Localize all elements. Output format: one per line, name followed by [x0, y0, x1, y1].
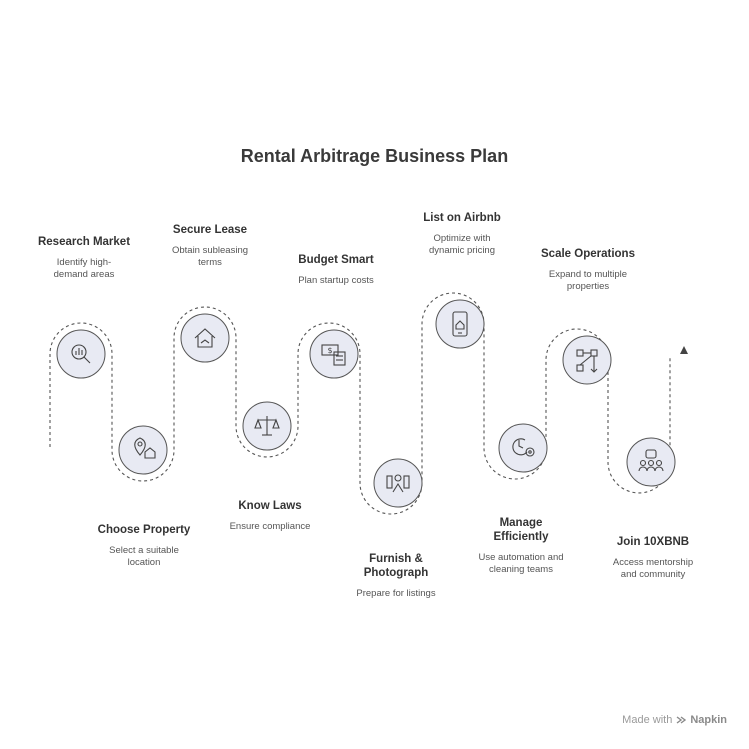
brand-name: Napkin [690, 714, 727, 726]
magnifier-chart-icon [71, 344, 91, 364]
step-description: Prepare for listings [356, 588, 436, 599]
diagram-title: Rental Arbitrage Business Plan [240, 146, 509, 166]
node-budget-smart: $ [309, 329, 359, 379]
footer-credit: Made with Napkin [622, 714, 727, 726]
node-know-laws [242, 401, 292, 451]
phone-home-icon [452, 311, 468, 337]
node-manage-efficiently [498, 423, 548, 473]
house-handshake-icon [194, 328, 216, 348]
dashed-path [49, 292, 671, 515]
location-house-icon [134, 437, 156, 459]
step-research-market: Research Market Identify high-demand are… [9, 235, 159, 281]
step-description: Plan startup costs [298, 275, 374, 286]
step-furnish-photograph: Furnish &Photograph Prepare for listings [321, 552, 471, 600]
node-research-market [56, 329, 106, 379]
money-calculator-icon: $ [321, 344, 346, 366]
made-with-label: Made with [622, 714, 673, 726]
node-furnish-photograph [373, 458, 423, 508]
step-title: Know Laws [238, 500, 302, 512]
svg-text:$: $ [327, 346, 332, 355]
step-description: Identify high-demand areas [53, 257, 115, 280]
step-title: List on Airbnb [423, 212, 501, 224]
step-know-laws: Know Laws Ensure compliance [195, 499, 345, 533]
node-secure-lease [180, 313, 230, 363]
node-join-10xbnb [626, 437, 676, 487]
step-title: Join 10XBNB [616, 536, 690, 548]
step-budget-smart: Budget Smart Plan startup costs [261, 253, 411, 287]
node-choose-property [118, 425, 168, 475]
community-icon [638, 449, 664, 472]
clock-gear-icon [512, 438, 535, 457]
scales-icon [254, 416, 280, 436]
flowchart-icon [576, 349, 598, 373]
step-description: Ensure compliance [229, 521, 311, 532]
napkin-logo-icon [676, 716, 687, 724]
step-title: Choose Property [97, 524, 191, 536]
node-list-on-airbnb [435, 299, 485, 349]
step-title: Budget Smart [298, 254, 374, 266]
step-title: Furnish &Photograph [363, 553, 429, 579]
furniture-icon [386, 474, 410, 493]
step-title: Secure Lease [172, 224, 248, 236]
node-scale-operations [562, 335, 612, 385]
step-title: Research Market [37, 236, 131, 248]
arrow-head-icon [680, 346, 688, 354]
step-title: Scale Operations [541, 248, 635, 260]
